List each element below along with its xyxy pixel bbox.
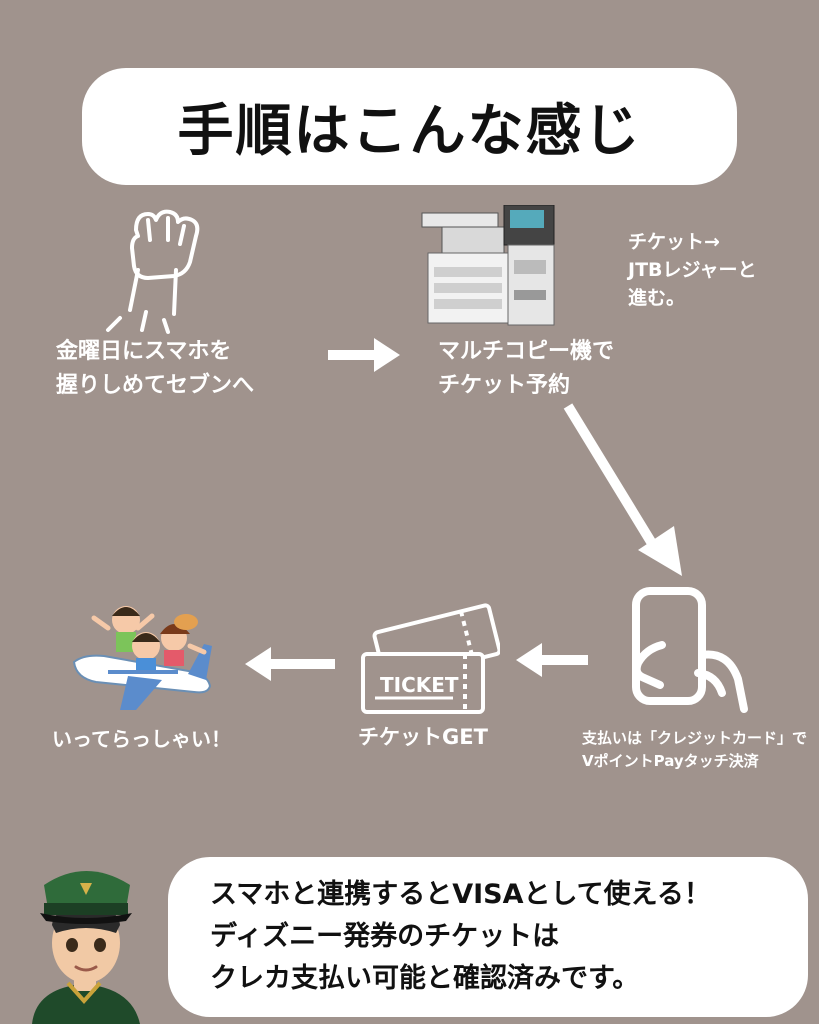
hand-smartphone-icon <box>622 585 762 725</box>
page-title: 手順はこんな感じ <box>177 99 642 164</box>
conductor-character-icon <box>20 855 155 1024</box>
step-1-label: 金曜日にスマホを 握りしめてセブンへ <box>56 339 255 398</box>
arrow-down-right-icon <box>560 400 690 580</box>
step-2-label: マルチコピー機で チケット予約 <box>438 339 615 398</box>
step-3-label: 支払いは「クレジットカード」で VポイントPayタッチ決済 <box>582 729 808 770</box>
arrow-left-icon <box>516 643 588 677</box>
ticket-text: TICKET <box>380 673 459 697</box>
copy-machine-icon <box>420 205 560 330</box>
step-5-label: いってらっしゃい！ <box>52 727 231 751</box>
arrow-left-icon <box>245 647 335 681</box>
raised-fist-icon <box>98 200 208 335</box>
arrow-right-icon <box>328 338 400 372</box>
title-panel: 手順はこんな感じ <box>82 68 737 185</box>
note-text: チケット→ JTBレジャーと 進む。 <box>628 231 757 309</box>
family-airplane-icon <box>68 598 218 723</box>
step-4-label: チケットGET <box>358 725 488 749</box>
bottom-message: スマホと連携するとVISAとして使える！ ディズニー発券のチケットは クレカ支払… <box>210 879 711 994</box>
message-panel: スマホと連携するとVISAとして使える！ ディズニー発券のチケットは クレカ支払… <box>168 857 808 1017</box>
ticket-icon <box>355 598 500 720</box>
